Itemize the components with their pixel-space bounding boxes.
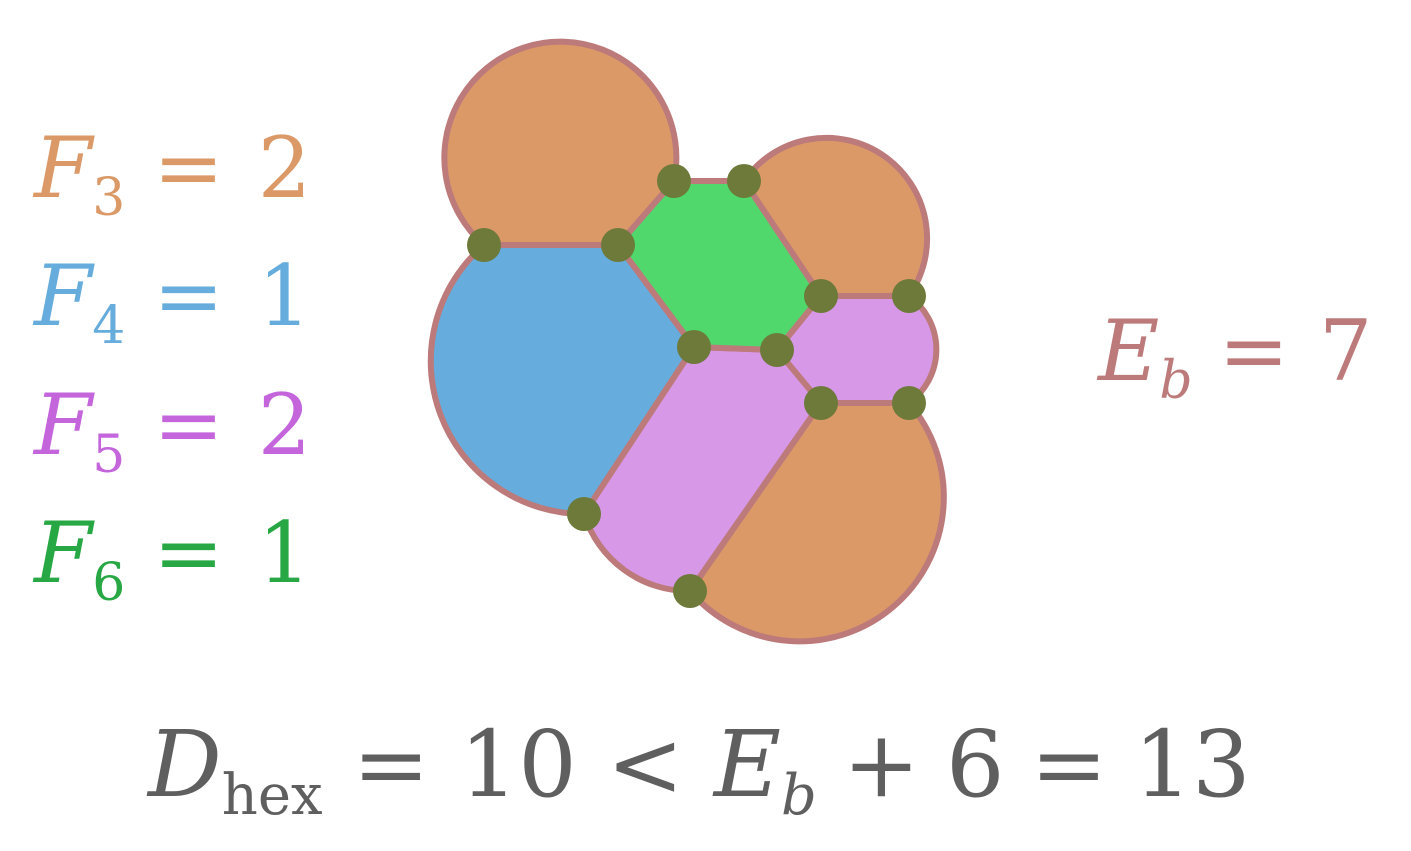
vertex — [892, 386, 926, 420]
vertex — [804, 386, 838, 420]
legend-row-f6: F6=1 — [32, 504, 311, 613]
vertex — [601, 228, 635, 262]
boundary-edge-count: Eb=7 — [1096, 302, 1372, 411]
hexagon-bound-equation: Dhex=10<Eb+6=13 — [146, 711, 1251, 828]
bottom-equation-text: Dhex=10<Eb+6=13 — [146, 711, 1251, 828]
face-count-legend: F3=2 F4=1 F5=2 F6=1 — [32, 119, 311, 613]
legend-row-f3: F3=2 — [32, 119, 311, 228]
cell-diagram — [427, 38, 947, 645]
legend-row-f4: F4=1 — [32, 247, 311, 356]
vertex — [804, 279, 838, 313]
legend-row-f5: F5=2 — [32, 376, 311, 485]
vertex — [657, 164, 691, 198]
face-orange-bottom — [687, 400, 947, 645]
vertex — [467, 228, 501, 262]
vertex — [677, 330, 711, 364]
vertex — [673, 574, 707, 608]
eb-label: Eb=7 — [1096, 302, 1372, 411]
vertex — [760, 333, 794, 367]
vertices — [467, 164, 926, 608]
vertex — [727, 164, 761, 198]
vertex — [567, 497, 601, 531]
vertex — [892, 279, 926, 313]
face-orange-top-right — [741, 134, 931, 299]
face-orange-top-left — [441, 38, 680, 248]
